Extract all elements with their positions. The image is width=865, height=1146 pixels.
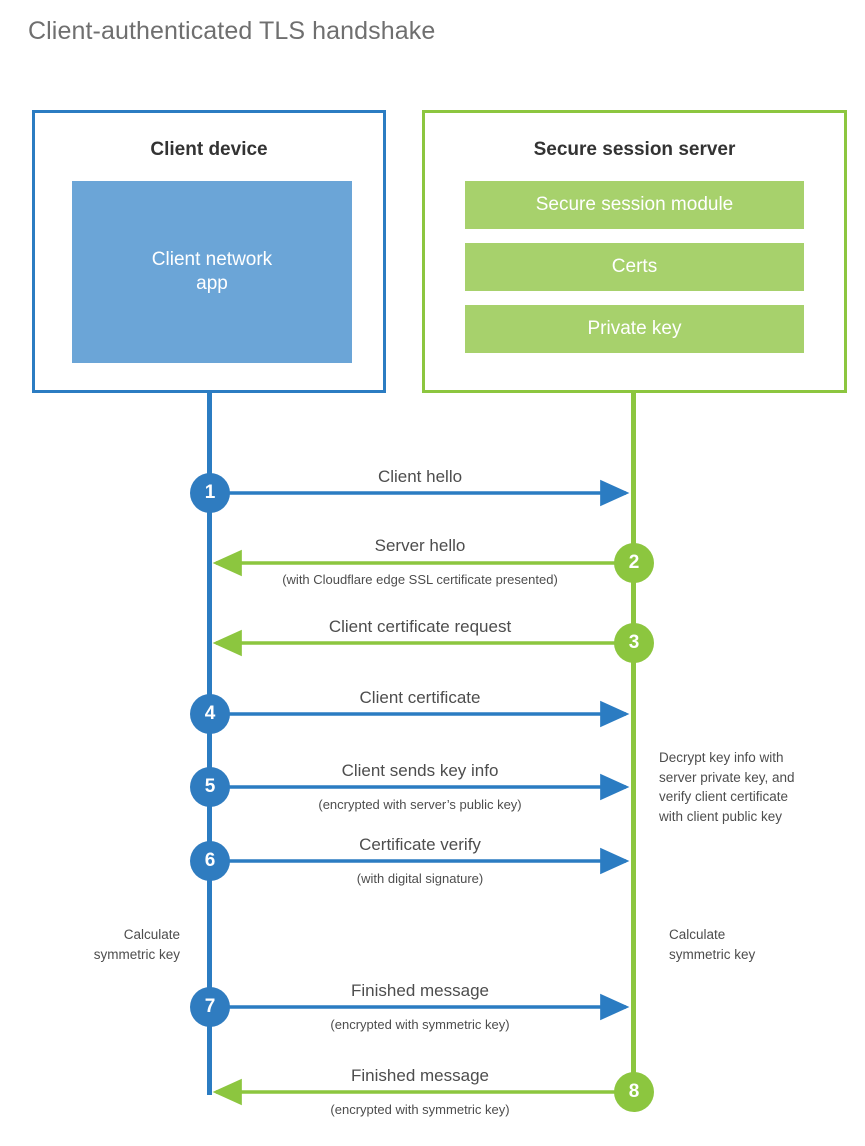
server-decrypt-note-line-2: server private key, and xyxy=(659,769,795,785)
step-marker-8[interactable]: 8 xyxy=(614,1072,654,1112)
step-marker-5[interactable]: 5 xyxy=(190,767,230,807)
server-decrypt-note-line-3: verify client certificate xyxy=(659,789,789,805)
step-marker-3[interactable]: 3 xyxy=(614,623,654,663)
client-calc-note-line-2: symmetric key xyxy=(93,946,180,962)
client-calc-note-line-1: Calculate xyxy=(123,927,180,942)
server-lifeline xyxy=(631,393,636,1094)
message-sublabel-2: (with Cloudflare edge SSL certificate pr… xyxy=(282,572,558,587)
message-sublabel-8: (encrypted with symmetric key) xyxy=(330,1102,510,1117)
client-network-app-label: Client network app xyxy=(151,248,273,294)
client-device-title: Client device xyxy=(150,139,268,160)
server-decrypt-note-line-4: with client public key xyxy=(659,808,783,824)
step-marker-6[interactable]: 6 xyxy=(190,841,230,881)
server-calculate-symmetric-key-note: Calculate symmetric key xyxy=(669,925,755,964)
message-label-1: Client hello xyxy=(377,467,463,486)
secure-session-server-panel: Secure session server Secure session mod… xyxy=(422,110,847,393)
message-label-2: Server hello xyxy=(374,536,466,555)
step-marker-2[interactable]: 2 xyxy=(614,543,654,583)
server-item-certs: Certs xyxy=(465,243,804,291)
server-item-secure-session-module: Secure session module xyxy=(465,181,804,229)
step-marker-4[interactable]: 4 xyxy=(190,694,230,734)
server-calc-note-line-2: symmetric key xyxy=(669,946,756,962)
server-item-private-key: Private key xyxy=(465,305,804,353)
step-marker-1[interactable]: 1 xyxy=(190,473,230,513)
client-lifeline xyxy=(207,393,212,1095)
step-marker-7[interactable]: 7 xyxy=(190,987,230,1027)
secure-session-server-title: Secure session server xyxy=(533,139,736,160)
client-device-panel: Client device Client network app xyxy=(32,110,386,393)
server-component-stack: Secure session module Certs Private key xyxy=(465,181,804,353)
message-label-8: Finished message xyxy=(351,1066,489,1085)
message-label-5: Client sends key info xyxy=(341,761,499,780)
message-sublabel-7: (encrypted with symmetric key) xyxy=(330,1017,510,1032)
message-sublabel-5: (encrypted with server’s public key) xyxy=(318,797,522,812)
message-label-7: Finished message xyxy=(351,981,489,1000)
page-title: Client-authenticated TLS handshake xyxy=(28,17,436,45)
message-label-6: Certificate verify xyxy=(359,835,481,854)
message-sublabel-6: (with digital signature) xyxy=(356,871,484,886)
server-decrypt-note-line-1: Decrypt key info with xyxy=(659,750,784,765)
message-label-4: Client certificate xyxy=(359,688,481,707)
server-calc-note-line-1: Calculate xyxy=(669,927,726,942)
client-calculate-symmetric-key-note: Calculate symmetric key xyxy=(94,925,180,964)
message-label-3: Client certificate request xyxy=(328,617,512,636)
server-decrypt-note: Decrypt key info with server private key… xyxy=(659,748,795,826)
client-network-app-box: Client network app xyxy=(72,181,352,363)
